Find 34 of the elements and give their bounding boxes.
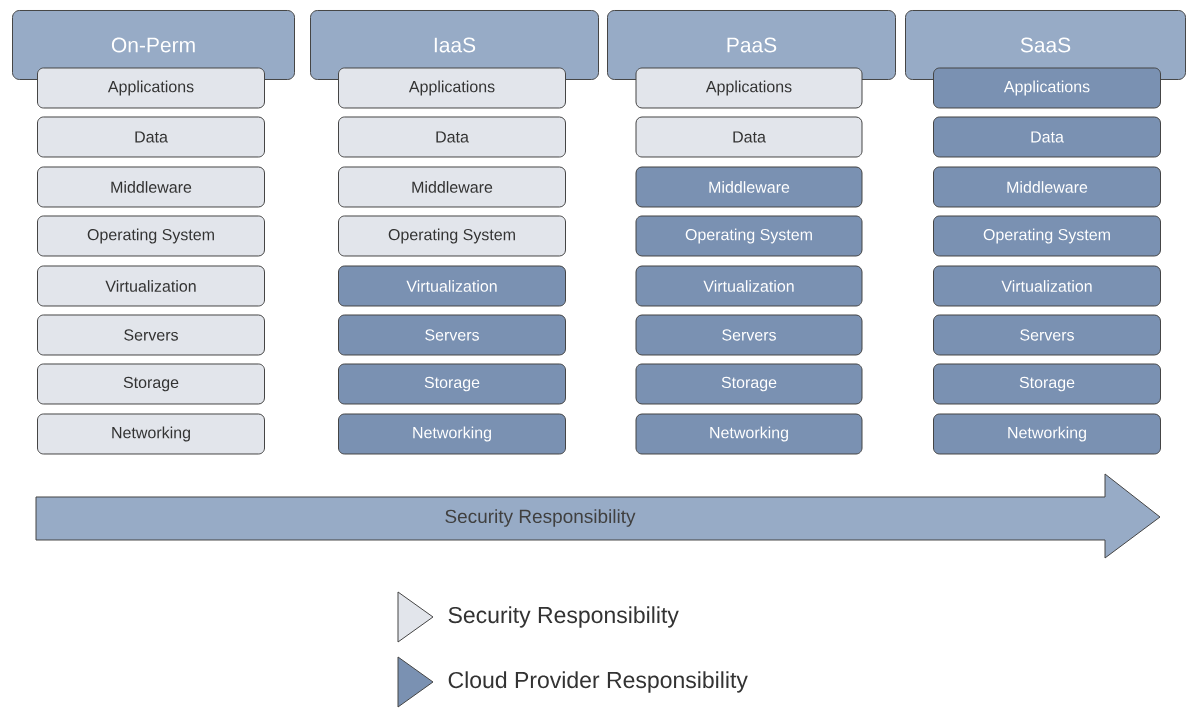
layer-box: Networking: [635, 413, 863, 455]
layer-box: Data: [37, 116, 265, 158]
legend-label: Security Responsibility: [448, 606, 679, 628]
layer-box: Middleware: [635, 166, 863, 208]
layer-box: Applications: [933, 67, 1161, 109]
layer-box: Middleware: [338, 166, 566, 208]
legend-label: Cloud Provider Responsibility: [448, 671, 748, 693]
layer-box: Operating System: [338, 215, 566, 257]
layer-box: Storage: [635, 363, 863, 405]
layer-box: Virtualization: [338, 265, 566, 307]
layer-box: Servers: [933, 314, 1161, 356]
layer-box: Middleware: [37, 166, 265, 208]
layer-box: Virtualization: [37, 265, 265, 307]
layer-box: Storage: [37, 363, 265, 405]
layer-box: Middleware: [933, 166, 1161, 208]
layer-box: Networking: [338, 413, 566, 455]
layer-box: Operating System: [37, 215, 265, 257]
layer-box: Applications: [37, 67, 265, 109]
layer-box: Servers: [37, 314, 265, 356]
layer-box: Servers: [635, 314, 863, 356]
layer-box: Applications: [635, 67, 863, 109]
layer-box: Data: [933, 116, 1161, 158]
layer-box: Virtualization: [933, 265, 1161, 307]
layer-box: Operating System: [635, 215, 863, 257]
layer-box: Storage: [933, 363, 1161, 405]
layer-box: Applications: [338, 67, 566, 109]
layer-box: Operating System: [933, 215, 1161, 257]
layer-box: Virtualization: [635, 265, 863, 307]
layer-box: Networking: [933, 413, 1161, 455]
layer-box: Servers: [338, 314, 566, 356]
layer-box: Storage: [338, 363, 566, 405]
layer-box: Data: [635, 116, 863, 158]
layer-box: Networking: [37, 413, 265, 455]
layer-box: Data: [338, 116, 566, 158]
